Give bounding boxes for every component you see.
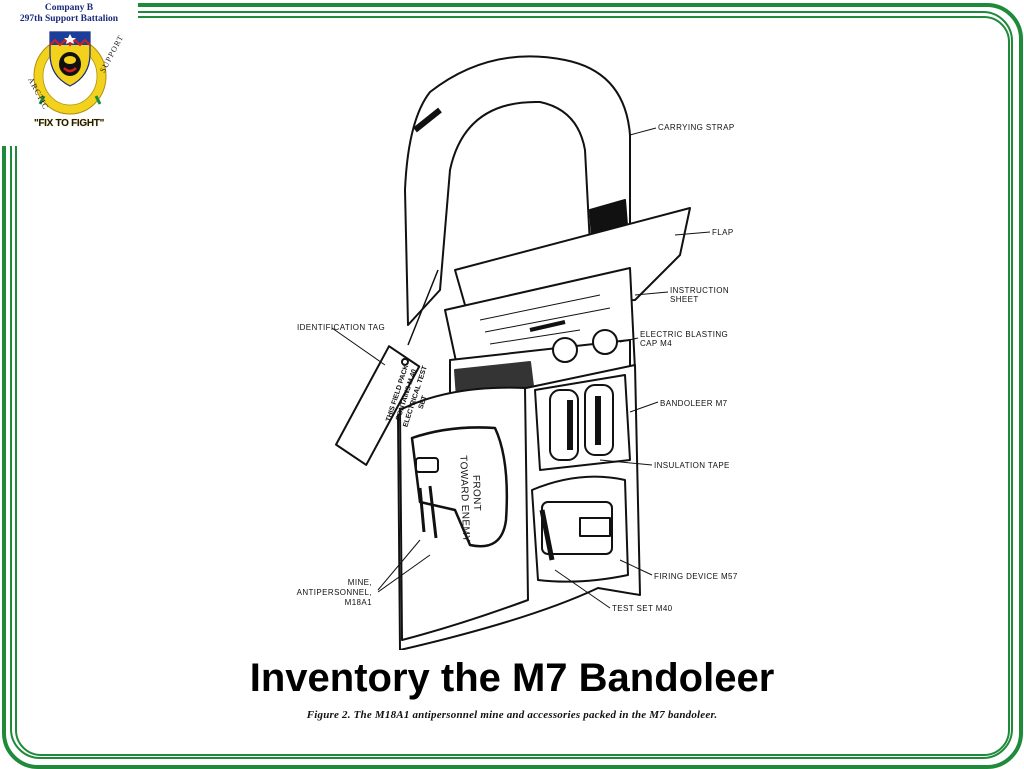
mine-face-line1: FRONT <box>470 475 482 512</box>
label-identification-tag: IDENTIFICATION TAG <box>297 323 385 332</box>
crest-company: Company B <box>44 3 94 13</box>
identification-tag <box>335 345 421 466</box>
label-test-set: TEST SET M40 <box>612 604 673 613</box>
crest-battalion: 297th Support Battalion <box>19 14 119 24</box>
label-carrying-strap: CARRYING STRAP <box>658 123 735 132</box>
label-bandoleer: BANDOLEER M7 <box>660 399 728 408</box>
crest-motto: "FIX TO FIGHT" <box>33 118 105 129</box>
label-mine-2: ANTIPERSONNEL, <box>297 588 372 597</box>
figure-caption: Figure 2. The M18A1 antipersonnel mine a… <box>306 709 718 721</box>
label-mine-3: M18A1 <box>345 598 372 607</box>
mine-face-line2: TOWARD ENEMY <box>457 455 471 542</box>
slide-title: Inventory the M7 Bandoleer <box>249 656 775 700</box>
tag-text-4: SET <box>418 394 429 410</box>
label-insulation-tape: INSULATION TAPE <box>654 461 730 470</box>
label-instruction-1: INSTRUCTION <box>670 286 729 295</box>
middle-border <box>10 11 1013 759</box>
label-blasting-cap-2: CAP M4 <box>640 339 672 348</box>
label-flap: FLAP <box>712 228 734 237</box>
crest-shield-icon <box>33 31 107 115</box>
label-blasting-cap-1: ELECTRIC BLASTING <box>640 330 728 339</box>
inner-border <box>15 16 1010 756</box>
label-firing-device: FIRING DEVICE M57 <box>654 572 738 581</box>
label-instruction-2: SHEET <box>670 295 699 304</box>
unit-crest: Company B 297th Support Battalion ARCTIC… <box>0 0 138 146</box>
label-mine-1: MINE, <box>348 578 372 587</box>
bandoleer-illustration: FRONT TOWARD ENEMY THIS FIELD PACK CONTA… <box>297 55 738 650</box>
crest-unit-name: Company B 297th Support Battalion <box>0 3 138 25</box>
outer-border <box>2 3 1023 769</box>
carrying-strap-shape <box>404 55 631 326</box>
